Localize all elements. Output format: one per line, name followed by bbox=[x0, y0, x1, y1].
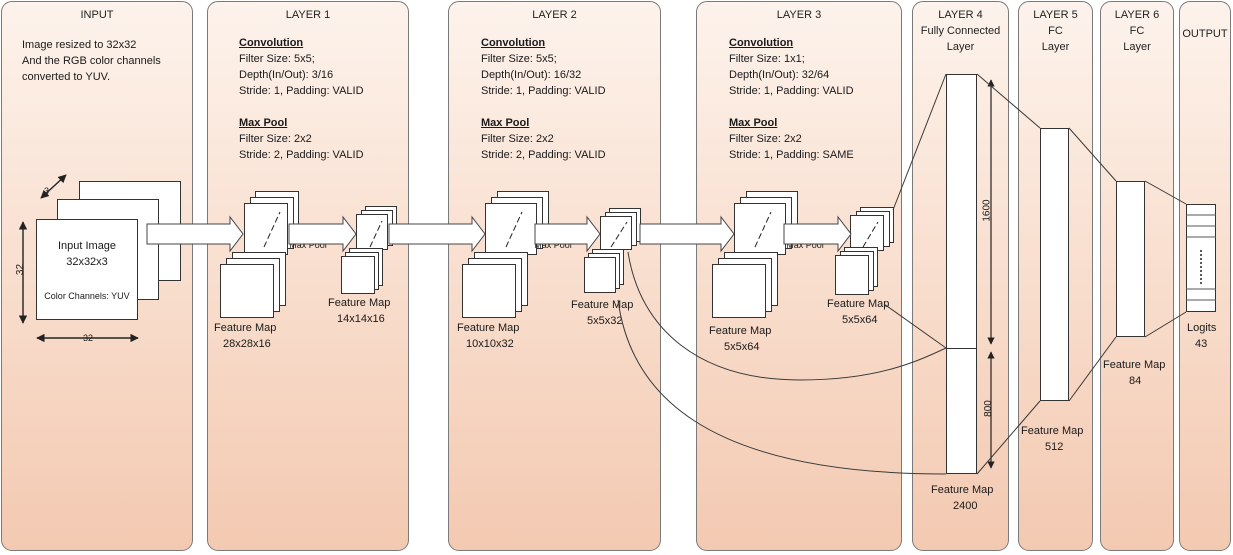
layer1-pool-title: Max Pool bbox=[239, 117, 288, 129]
layer4-fc-bar-top bbox=[946, 74, 977, 349]
layer4-dim-bottom: 800 bbox=[982, 400, 994, 417]
layer5-fm-dims: 512 bbox=[1045, 441, 1064, 453]
panel-layer4-title: LAYER 4 Fully Connected Layer bbox=[913, 7, 1008, 55]
layer2-conv-title: Convolution bbox=[481, 37, 546, 49]
layer1-fm2-plane-front bbox=[341, 256, 375, 294]
panel-layer1-title: LAYER 1 bbox=[285, 9, 331, 21]
output-logits-label: Logits bbox=[1187, 322, 1217, 334]
panel-layer3-title: LAYER 3 bbox=[776, 9, 822, 21]
layer1-conv-stride: Stride: 1, Padding: VALID bbox=[239, 85, 364, 97]
panel-layer6-title-line1: LAYER 6 bbox=[1114, 9, 1160, 21]
layer3-conv-depth: Depth(In/Out): 32/64 bbox=[729, 69, 830, 81]
layer3-pool-filter: Filter Size: 2x2 bbox=[729, 133, 802, 145]
layer1-fm2-dims: 14x14x16 bbox=[337, 313, 385, 325]
layer4-dim-top: 1600 bbox=[981, 199, 993, 222]
panel-output-title: OUTPUT bbox=[1182, 28, 1228, 40]
layer1-conv-title: Convolution bbox=[239, 37, 304, 49]
layer3-conv-filter: Filter Size: 1x1; bbox=[729, 53, 805, 65]
layer2-pool-filter: Filter Size: 2x2 bbox=[481, 133, 554, 145]
input-dim-depth: 3 bbox=[44, 186, 50, 196]
layer2-fm2-dims: 5x5x32 bbox=[587, 315, 623, 327]
layer3-fm1-label: Feature Map bbox=[709, 325, 772, 337]
input-desc-line1: Image resized to 32x32 bbox=[22, 39, 137, 51]
panel-layer6: LAYER 6 FC Layer bbox=[1100, 1, 1174, 551]
layer2-fm1-stack-front bbox=[485, 203, 537, 255]
arrow-relu1-label-a: RELU & bbox=[291, 228, 325, 238]
layer3-fm2-dims: 5x5x64 bbox=[842, 314, 878, 326]
layer2-fm2-stack-front bbox=[600, 216, 632, 250]
layer6-fc-bar bbox=[1116, 181, 1145, 337]
panel-layer4-title-line3: Layer bbox=[946, 41, 975, 53]
layer1-fm1-plane-front bbox=[220, 264, 274, 318]
layer4-fm-label: Feature Map bbox=[931, 484, 994, 496]
layer3-fm2-plane-front bbox=[835, 255, 869, 295]
arrow-conv2-label: Convolutions bbox=[396, 229, 460, 241]
output-logits-value: 43 bbox=[1195, 338, 1208, 350]
layer2-pool-stride: Stride: 2, Padding: VALID bbox=[481, 149, 606, 161]
layer5-fm-label: Feature Map bbox=[1021, 425, 1084, 437]
layer6-fm-label: Feature Map bbox=[1103, 359, 1166, 371]
panel-layer4-title-line2: Fully Connected bbox=[920, 25, 1001, 37]
layer2-fm1-dims: 10x10x32 bbox=[466, 338, 514, 350]
layer1-pool-filter: Filter Size: 2x2 bbox=[239, 133, 312, 145]
output-logits-bar bbox=[1186, 204, 1216, 312]
layer3-pool-stride: Stride: 1, Padding: SAME bbox=[729, 149, 854, 161]
panel-layer4-title-line1: LAYER 4 bbox=[938, 9, 983, 21]
layer3-conv-stride: Stride: 1, Padding: VALID bbox=[729, 85, 854, 97]
arrow-relu2-label-a: RELU & bbox=[536, 228, 570, 238]
layer3-fm1-stack-front bbox=[734, 203, 786, 255]
panel-layer5-title-line2: FC bbox=[1048, 25, 1063, 37]
layer3-fm1-dims: 5x5x64 bbox=[724, 341, 760, 353]
layer4-fc-bar-bottom bbox=[946, 348, 977, 474]
layer1-pool-stride: Stride: 2, Padding: VALID bbox=[239, 149, 364, 161]
panel-layer5-title: LAYER 5 FC Layer bbox=[1019, 7, 1092, 55]
arrow-relu2-label-b: Max Pool bbox=[534, 240, 572, 250]
panel-input-title: INPUT bbox=[80, 9, 114, 21]
input-desc-line3: converted to YUV. bbox=[22, 71, 111, 83]
input-desc-line2: And the RGB color channels bbox=[22, 55, 161, 67]
layer2-fm1-plane-front bbox=[462, 264, 516, 318]
input-dim-height: 32 bbox=[15, 263, 27, 276]
layer1-fm1-label: Feature Map bbox=[214, 322, 277, 334]
arrow-conv1-label: Convolutions bbox=[154, 229, 218, 241]
layer1-fm1-dims: 28x28x16 bbox=[223, 338, 271, 350]
layer1-conv-depth: Depth(In/Out): 3/16 bbox=[239, 69, 334, 81]
arrow-conv3-label: Convolutions bbox=[647, 229, 711, 241]
layer2-fm2-label: Feature Map bbox=[571, 299, 634, 311]
layer3-fm2-label: Feature Map bbox=[827, 298, 890, 310]
panel-layer6-title-line3: Layer bbox=[1123, 41, 1151, 53]
layer2-fm1-label: Feature Map bbox=[457, 322, 520, 334]
panel-layer6-title-line2: FC bbox=[1129, 25, 1145, 37]
layer1-conv-filter: Filter Size: 5x5; bbox=[239, 53, 315, 65]
input-color-channels: Color Channels: YUV bbox=[44, 291, 130, 301]
layer6-fm-dims: 84 bbox=[1129, 375, 1142, 387]
arrow-relu3-label-a: RELU & bbox=[788, 228, 822, 238]
layer1-fm2-stack-front bbox=[356, 214, 388, 250]
layer4-fm-dims: 2400 bbox=[953, 500, 978, 512]
layer3-pool-title: Max Pool bbox=[729, 117, 778, 129]
layer1-fm1-stack-front bbox=[244, 203, 288, 255]
input-image-dims: 32x32x3 bbox=[66, 256, 108, 268]
panel-layer5-title-line3: Layer bbox=[1041, 41, 1070, 53]
panel-layer5-title-line1: LAYER 5 bbox=[1033, 9, 1078, 21]
arrow-relu3-label-b: Max Pool bbox=[786, 240, 824, 250]
layer1-fm2-label: Feature Map bbox=[328, 297, 391, 309]
arrow-relu1-label-b: Max Pool bbox=[289, 240, 327, 250]
input-dim-width: 32 bbox=[82, 333, 94, 343]
layer2-conv-filter: Filter Size: 5x5; bbox=[481, 53, 557, 65]
layer2-pool-title: Max Pool bbox=[481, 117, 530, 129]
input-image-box bbox=[36, 219, 138, 320]
layer2-conv-stride: Stride: 1, Padding: VALID bbox=[481, 85, 606, 97]
layer5-fc-bar bbox=[1040, 128, 1069, 401]
input-image-label: Input Image bbox=[57, 240, 117, 252]
layer3-fm2-stack-front bbox=[850, 215, 884, 251]
layer3-conv-title: Convolution bbox=[729, 37, 794, 49]
layer2-fm2-plane-front bbox=[584, 257, 616, 293]
panel-layer2-title: LAYER 2 bbox=[532, 9, 577, 21]
layer3-fm1-plane-front bbox=[712, 264, 766, 318]
panel-layer6-title: LAYER 6 FC Layer bbox=[1101, 7, 1173, 55]
layer2-conv-depth: Depth(In/Out): 16/32 bbox=[481, 69, 582, 81]
